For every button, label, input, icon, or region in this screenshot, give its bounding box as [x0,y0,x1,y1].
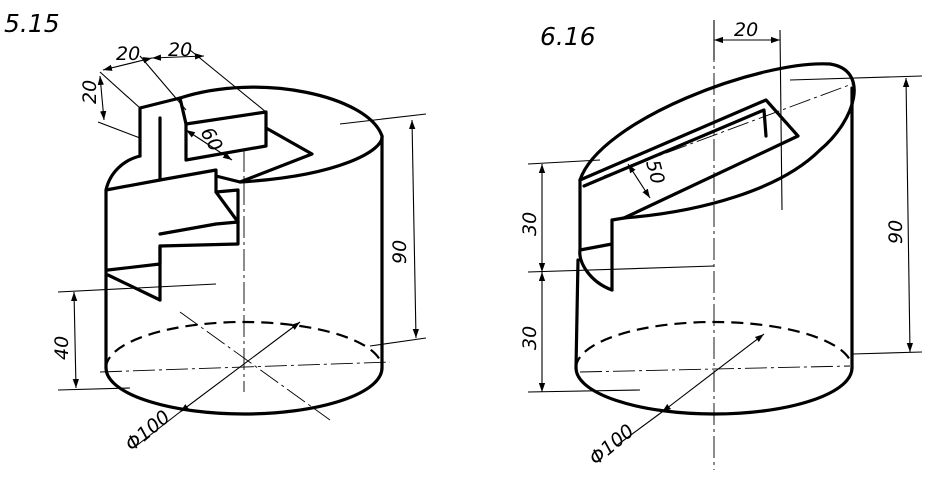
slot-bottom [582,108,768,188]
ext-line [339,113,427,125]
bottom-ellipse-visible [574,366,854,416]
dim-label-90: 90 [389,240,411,264]
ext-line [851,351,923,355]
dim-line-60 [185,129,233,161]
cross-cut-inner-4 [158,220,240,236]
top-ellipse [578,62,856,220]
dim-label-20a: 20 [116,43,140,65]
ext-line [369,337,427,347]
top-arc [178,85,384,184]
dim-line-diameter [179,321,301,413]
bottom-ellipse-visible [104,366,384,416]
cut-lower-lip [106,273,162,302]
figure-label: 5.15 [4,9,60,38]
dim-label-30-upper: 30 [519,212,541,236]
step-curve [578,248,614,292]
ext-line [527,159,601,165]
dim-line-20-depth [97,75,107,121]
dim-line-20b [151,53,205,61]
ext-line [189,49,267,113]
figure-5-15: 5.15 20 20 20 60 [4,9,427,456]
bottom-ellipse-hidden [574,320,854,369]
dim-line-90 [409,119,419,339]
leader-line [615,411,663,447]
left-edge-lower [574,258,580,370]
ext-line [97,121,141,139]
dim-line-50 [627,163,651,199]
ext-line [57,283,217,293]
figure-label: 6.16 [540,22,596,51]
dim-label-20: 20 [734,19,758,41]
dim-line-40 [71,291,79,389]
ext-line [779,29,783,211]
dim-label-50: 50 [641,158,669,187]
dim-label-20b: 20 [168,39,192,61]
ext-line [789,75,923,81]
cross-cut-inner-6 [214,188,240,224]
dim-line-diameter [661,333,765,413]
dim-label-20-depth: 20 [79,80,101,104]
dim-label-90: 90 [885,220,907,244]
ext-line [99,71,141,109]
dim-label-30-lower: 30 [519,326,541,350]
dim-label-40: 40 [51,336,73,360]
dim-label-60: 60 [196,124,227,156]
cross-cut-inner-2 [158,168,218,182]
cross-cut-outline [138,96,314,302]
leader-line [135,411,181,447]
dim-label-diameter: Φ100 [121,406,174,456]
ext-line [527,389,641,393]
dim-line-20a [102,57,153,71]
dim-label-diameter: Φ100 [585,420,638,470]
figure-6-16: 6.16 20 50 30 3 [519,19,923,470]
ext-line [57,387,131,391]
dim-line-90 [902,77,914,353]
step-ledge [578,216,626,252]
slot-outline [578,98,800,220]
ext-line [527,265,715,273]
cross-cut-inner-1 [104,116,162,192]
cross-cut-inner-3 [106,244,162,272]
